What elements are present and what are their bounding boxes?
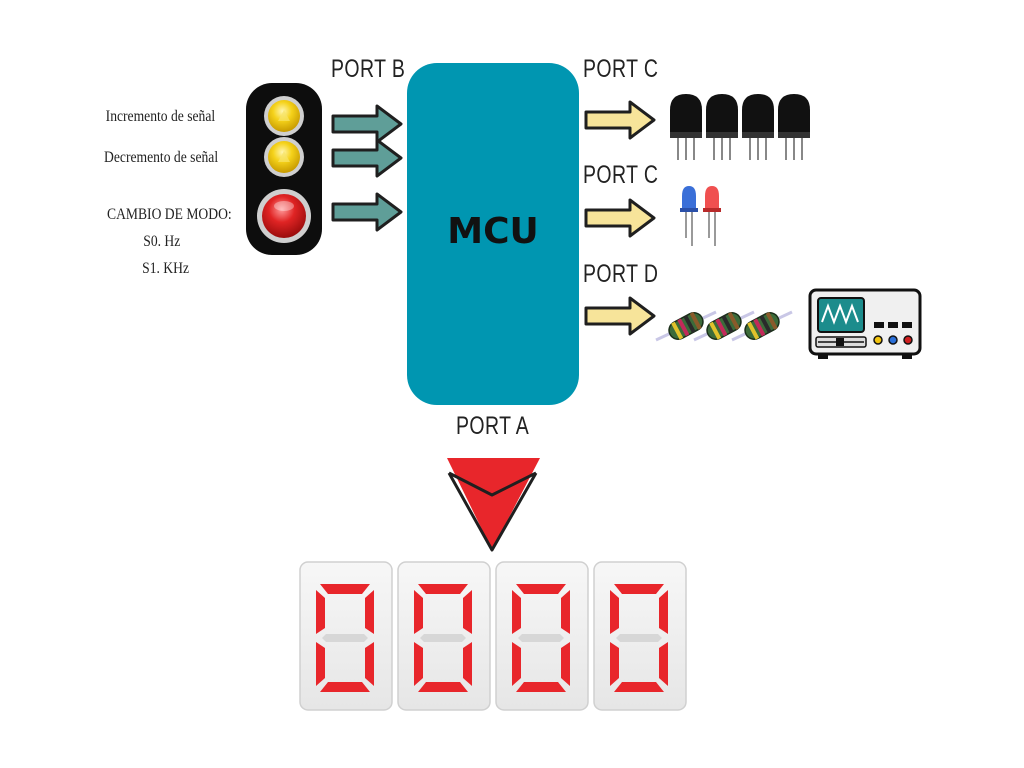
resistor-icon-2 <box>692 308 756 344</box>
oscilloscope-icon <box>808 288 922 359</box>
mcu-block: MCU <box>407 63 579 405</box>
transistor-icon-4 <box>777 93 811 161</box>
decrement-label: Decremento de señal <box>104 149 219 166</box>
port-c-label-top: PORT C <box>583 55 659 83</box>
port-a-label: PORT A <box>456 412 530 440</box>
transistor-icon-2 <box>705 93 739 161</box>
resistor-icon-1 <box>654 308 718 344</box>
led-red-icon <box>703 186 721 246</box>
port-b-arrow-2 <box>331 138 403 178</box>
port-c-arrow-1 <box>584 100 656 140</box>
transistor-icon-3 <box>741 93 775 161</box>
digit-3 <box>495 561 589 711</box>
port-b-arrow-1 <box>331 104 403 144</box>
port-d-label: PORT D <box>583 260 659 288</box>
transistor-icon-1 <box>669 93 703 161</box>
port-b-arrow-3 <box>331 192 403 232</box>
digit-1 <box>299 561 393 711</box>
mode-0-label: S0. Hz <box>143 233 181 250</box>
mcu-label: MCU <box>447 211 539 252</box>
increment-label: Incremento de señal <box>105 108 216 125</box>
port-c-arrow-2 <box>584 198 656 238</box>
mode-title-label: CAMBIO DE MODO: <box>107 206 232 223</box>
resistor-icon-3 <box>730 308 794 344</box>
digit-2 <box>397 561 491 711</box>
port-b-label: PORT B <box>331 55 406 83</box>
led-blue-icon <box>680 186 698 246</box>
port-c-label-middle: PORT C <box>583 161 659 189</box>
mode-1-label: S1. KHz <box>142 260 189 277</box>
mode-button <box>262 194 306 238</box>
digit-4 <box>593 561 687 711</box>
port-a-arrow <box>447 458 540 552</box>
port-d-arrow <box>584 296 656 336</box>
